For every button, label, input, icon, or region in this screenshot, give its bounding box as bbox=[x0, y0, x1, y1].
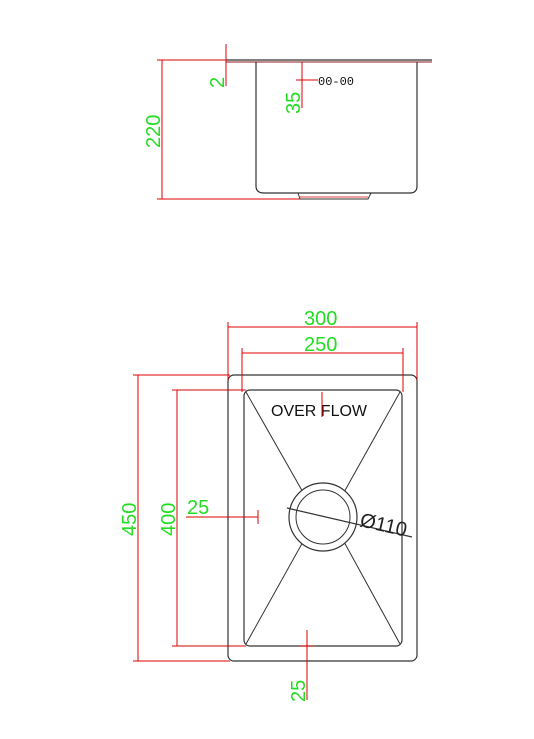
top-outer-rim bbox=[227, 374, 418, 662]
overflow-label: OVER FLOW bbox=[271, 403, 368, 420]
slope-line-tr bbox=[342, 391, 401, 495]
dim-400-text: 400 bbox=[158, 503, 180, 536]
dim-250-text: 250 bbox=[304, 334, 337, 356]
dim-110-text: Ø110 bbox=[358, 509, 409, 541]
side-view: 220 2 35 00-00 bbox=[143, 44, 432, 200]
drain-outer-circle bbox=[288, 482, 358, 552]
drain-inner-circle bbox=[295, 489, 351, 545]
dim-25-bottom-text: 25 bbox=[288, 680, 310, 702]
side-drain-outline bbox=[297, 192, 372, 200]
slope-line-tl bbox=[245, 391, 305, 495]
top-inner-bowl bbox=[243, 389, 403, 647]
dim-2-text: 2 bbox=[207, 77, 229, 88]
slope-line-br bbox=[342, 539, 401, 645]
slope-line-bl bbox=[245, 539, 305, 645]
dim-300-text: 300 bbox=[304, 308, 337, 330]
top-view: OVER FLOW 300 250 450 400 25 25 Ø110 bbox=[119, 308, 418, 702]
dim-110-leader bbox=[286, 507, 413, 538]
side-bowl-outline bbox=[255, 62, 418, 194]
overflow-slot-symbol: 00-00 bbox=[318, 75, 354, 89]
dim-450-text: 450 bbox=[119, 503, 141, 536]
dim-35-text: 35 bbox=[283, 92, 305, 114]
dim-25-side-text: 25 bbox=[187, 497, 209, 519]
dim-220-text: 220 bbox=[143, 115, 165, 148]
